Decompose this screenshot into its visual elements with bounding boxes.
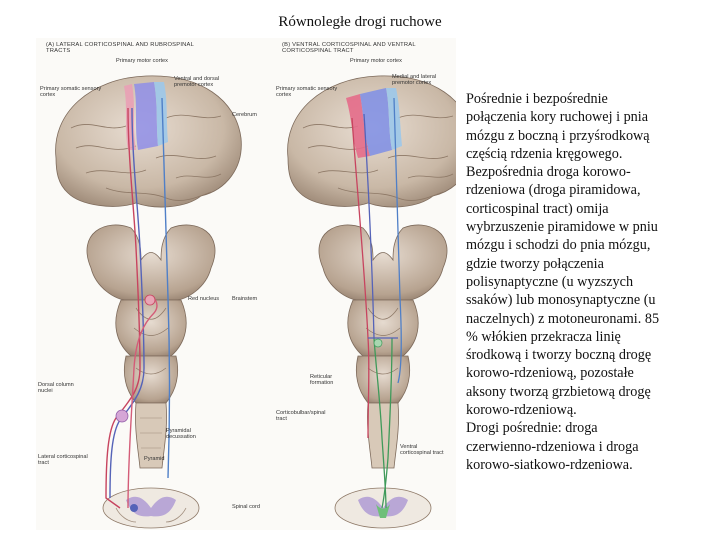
description-line: naczelnych) z motoneuronami. 85 [466, 310, 660, 327]
tracts-a [105, 97, 171, 512]
label-pyramidal-decussation: Pyramidal decussation [166, 428, 196, 441]
panel-a-header: (A) LATERAL CORTICOSPINAL AND RUBROSPINA… [46, 42, 194, 55]
label-brainstem: Brainstem [232, 296, 258, 302]
label-ventral-dorsal-premotor-a: Ventral and dorsal premotor cortex [174, 76, 220, 89]
description-line: korowo-rdzeniową. [466, 402, 577, 419]
panel-b-header: (B) VENTRAL CORTICOSPINAL AND VENTRAL CO… [282, 42, 416, 55]
label-primary-somatic-b: Primary somatic sensory cortex [276, 86, 338, 99]
description-line: częścią rdzenia kręgowego. [466, 145, 623, 162]
label-corticobulbar-spinal-tract: Corticobulbar/spinal tract [276, 410, 326, 423]
description-line: Bezpośrednia droga korowo- [466, 164, 631, 181]
slide-title: Równoległe drogi ruchowe [278, 14, 442, 30]
brain-a [55, 75, 242, 208]
description-line: aksony tworzą grzbietową drogę [466, 383, 651, 400]
label-medial-lateral-premotor-b: Medial and lateral premotor cortex [392, 74, 437, 87]
anatomy-illustration [55, 75, 456, 529]
description-line: Pośrednie i bezpośrednie [466, 91, 608, 107]
label-spinal-cord: Spinal cord [232, 504, 260, 510]
description-line: polisynaptyczne (u wyzszych [466, 273, 634, 290]
description-line: Drogi pośrednie: droga [466, 420, 598, 437]
brainstem-a [86, 224, 216, 469]
description-line: corticospinal tract) omija [466, 200, 609, 217]
description-line: ssaków) lub monosynaptyczne (u [466, 292, 656, 309]
tracts-b [351, 97, 402, 509]
description-line: wybrzuszenie piramidowe w pniu [466, 219, 658, 236]
description-line: mózgu z boczną i przyśrodkową [466, 127, 650, 144]
label-cerebrum: Cerebrum [232, 112, 257, 118]
description-line: rdzeniowa (droga piramidowa, [466, 182, 641, 199]
description-line: połączenia kory ruchowej i pnia [466, 109, 648, 126]
label-primary-motor-b: Primary motor cortex [350, 58, 402, 64]
label-primary-somatic-a: Primary somatic sensory cortex [40, 86, 102, 99]
label-pyramid: Pyramid [144, 456, 165, 462]
label-ventral-corticospinal-tract: Ventral corticospinal tract [400, 444, 444, 457]
description-line: czerwienno-rdzeniowa i droga [466, 438, 639, 455]
label-reticular-formation: Reticular formation [310, 374, 334, 387]
label-dorsal-column-nuclei: Dorsal column nuclei [38, 382, 74, 395]
description-line: gdzie tworzy połączenia [466, 255, 604, 272]
brainstem-b [318, 224, 448, 469]
description-text: Pośrednie i bezpośrednie połączenia kory… [466, 90, 710, 474]
label-lateral-corticospinal-tract: Lateral corticospinal tract [38, 454, 88, 467]
spinal-cord-section-b [334, 487, 432, 529]
description-line: korowo-rdzeniową, pozostałe [466, 365, 634, 382]
description-line: mózgu i schodzi do pnia mózgu, [466, 237, 651, 254]
spinal-cord-section-a [102, 487, 200, 529]
description-line: środkową i tworzy boczną drogę [466, 347, 652, 364]
description-line: korowo-siatkowo-rdzeniowa. [466, 456, 633, 473]
label-red-nucleus: Red nucleus [188, 296, 220, 302]
description-line: % włókien przekracza linię [466, 328, 621, 345]
motor-pathways-figure: (A) LATERAL CORTICOSPINAL AND RUBROSPINA… [36, 38, 456, 530]
label-primary-motor-a: Primary motor cortex [116, 58, 168, 64]
